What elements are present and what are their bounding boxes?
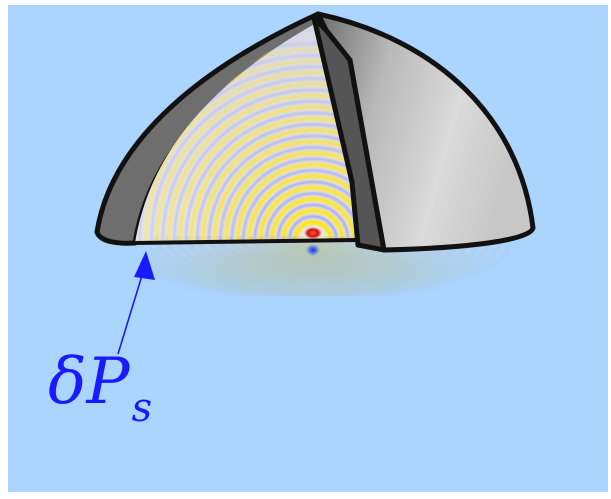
wave-ring — [184, 111, 356, 243]
wave-ring — [135, 58, 356, 243]
source-core — [306, 244, 320, 256]
wave-ring — [135, 53, 356, 243]
equator-edge — [132, 238, 359, 245]
pointer-arrow-shaft — [117, 271, 144, 355]
perturbation-label: δPs — [48, 350, 153, 440]
source-hotspot — [304, 227, 322, 239]
label-symbol: δP — [48, 345, 130, 419]
wave-ring — [135, 46, 356, 243]
wave-ring — [172, 99, 356, 243]
wave-ring — [138, 65, 356, 243]
wave-ring — [142, 69, 356, 243]
wave-ring — [135, 42, 356, 243]
label-subscript: s — [131, 385, 153, 431]
arrow-up-icon — [134, 251, 155, 280]
wave-ring — [177, 104, 356, 243]
wave-ring — [165, 92, 356, 243]
shell-right-outer — [315, 11, 536, 253]
